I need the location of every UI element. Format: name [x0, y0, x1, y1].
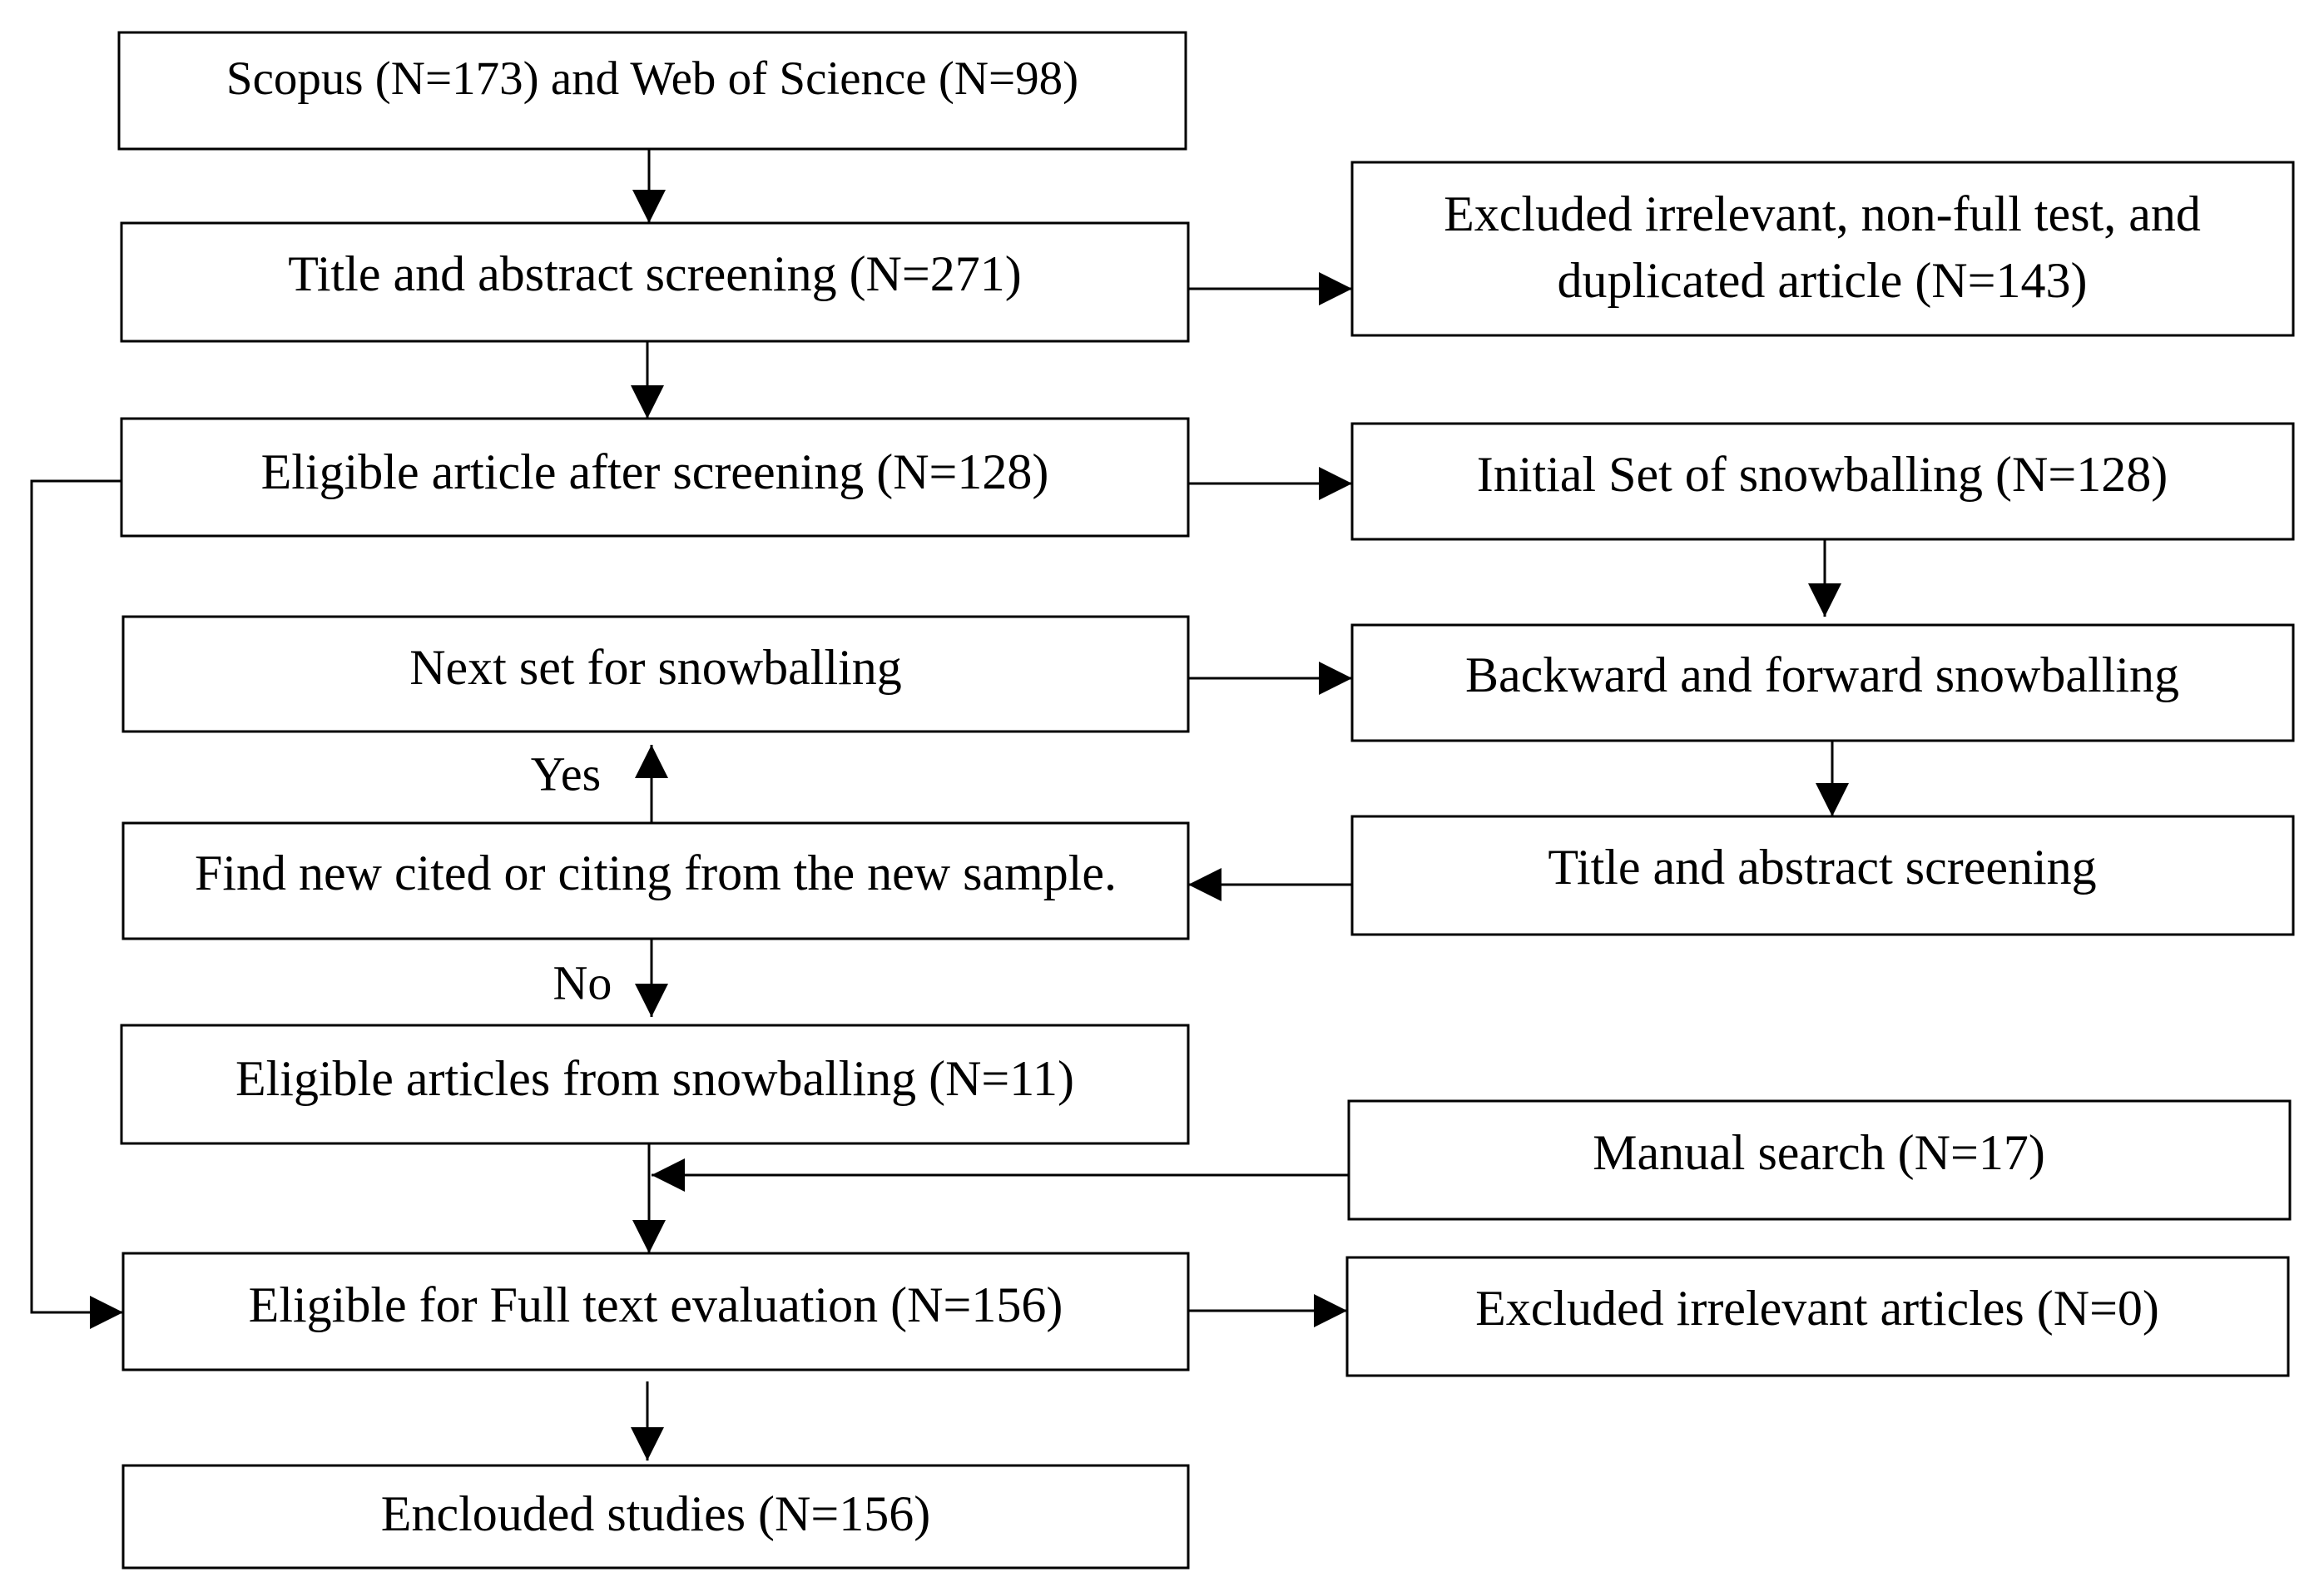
label-find-new: Find new cited or citing from the new sa…	[195, 846, 1117, 900]
box-excluded-irrelevant	[1350, 161, 2295, 337]
label-next-set: Next set for snowballing	[409, 640, 902, 695]
arrow-eligible-bypass-to-full-text	[30, 479, 123, 1329]
label-manual-search: Manual search (N=17)	[1593, 1125, 2045, 1180]
box-sources	[117, 31, 1187, 151]
label-full-text-eval: Eligible for Full text evaluation (N=156…	[249, 1277, 1063, 1332]
box-title-abstract-screening	[120, 221, 1190, 343]
box-included-studies	[121, 1464, 1190, 1570]
label-title-abstract-screening: Title and abstract screening (N=271)	[288, 246, 1021, 301]
box-manual-search	[1347, 1099, 2292, 1221]
box-eligible-after-screening	[120, 417, 1190, 538]
label-included-studies: Enclouded studies (N=156)	[381, 1486, 930, 1541]
label-snowball-screening: Title and abstract screening	[1548, 840, 2096, 895]
label-backward-forward: Backward and forward snowballing	[1465, 647, 2179, 702]
edge-label-yes: Yes	[531, 746, 601, 801]
box-eligible-snowballing	[120, 1024, 1190, 1145]
box-snowball-screening	[1350, 815, 2295, 936]
label-excluded-irrelevant-line2: duplicated article (N=143)	[1558, 253, 2088, 308]
label-excluded-irrelevant-line1: Excluded irrelevant, non-full test, and	[1444, 186, 2201, 241]
label-eligible-snowballing: Eligible articles from snowballing (N=11…	[235, 1051, 1074, 1106]
label-eligible-after-screening: Eligible article after screening (N=128)	[261, 444, 1049, 499]
box-backward-forward	[1350, 623, 2295, 742]
label-sources: Scopus (N=173) and Web of Science (N=98)	[226, 52, 1078, 105]
box-initial-set	[1350, 422, 2295, 541]
edge-label-no: No	[553, 955, 612, 1009]
label-excluded-zero: Excluded irrelevant articles (N=0)	[1475, 1281, 2159, 1336]
label-initial-set: Initial Set of snowballing (N=128)	[1477, 447, 2168, 502]
box-excluded-zero	[1345, 1256, 2290, 1377]
box-next-set	[121, 615, 1190, 733]
